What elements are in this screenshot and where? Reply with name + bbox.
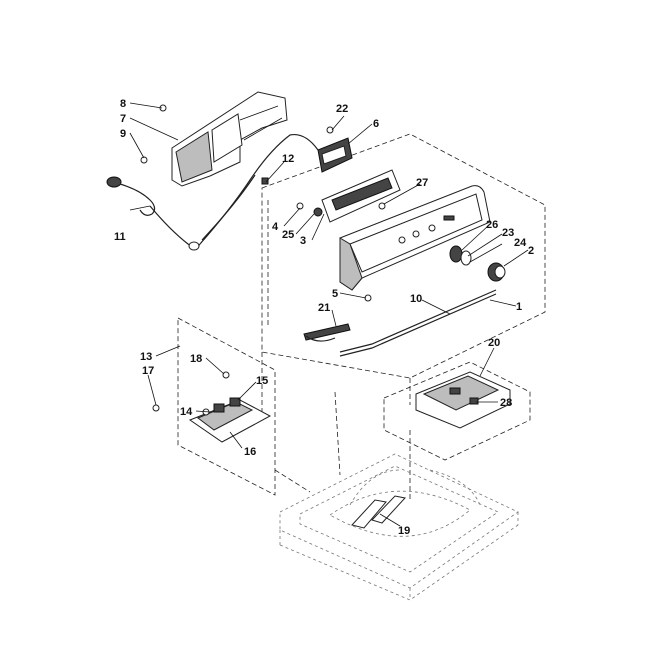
callout-14: 14 bbox=[180, 406, 193, 418]
wire-harness bbox=[199, 133, 319, 245]
callout-25: 25 bbox=[282, 229, 294, 241]
console-assembly-boundary bbox=[261, 133, 546, 379]
knob-assembly bbox=[449, 245, 506, 282]
dispenser-boundary bbox=[383, 361, 531, 461]
console-panel-board bbox=[313, 169, 401, 223]
fastener-screws bbox=[140, 104, 386, 412]
power-cord bbox=[106, 176, 201, 251]
console-body bbox=[339, 185, 491, 291]
callout-10: 10 bbox=[410, 293, 422, 305]
callout-3: 3 bbox=[300, 235, 306, 247]
callout-11: 11 bbox=[114, 231, 126, 243]
lid-hinge-part bbox=[351, 495, 406, 529]
callout-4: 4 bbox=[272, 221, 279, 233]
callout-19: 19 bbox=[398, 525, 410, 537]
top-cover-frame bbox=[279, 453, 519, 601]
callout-17: 17 bbox=[142, 365, 154, 377]
end-cap-rod bbox=[339, 289, 497, 357]
callout-9: 9 bbox=[120, 128, 126, 140]
callout-15: 15 bbox=[256, 375, 268, 387]
callout-labels: 8 7 9 11 12 22 6 27 4 25 3 26 23 24 2 1 … bbox=[114, 98, 534, 537]
callout-5: 5 bbox=[332, 288, 338, 300]
callout-28: 28 bbox=[500, 397, 512, 409]
harness-clip bbox=[303, 323, 351, 342]
dispenser-assembly bbox=[415, 371, 511, 429]
callout-22: 22 bbox=[336, 103, 348, 115]
control-housing bbox=[317, 137, 353, 173]
callout-18: 18 bbox=[190, 353, 202, 365]
callout-20: 20 bbox=[488, 337, 500, 349]
control-board-boundary bbox=[177, 317, 276, 496]
callout-1: 1 bbox=[516, 301, 522, 313]
callout-16: 16 bbox=[244, 446, 256, 458]
callout-21: 21 bbox=[318, 302, 330, 314]
callout-13: 13 bbox=[140, 351, 152, 363]
callout-12: 12 bbox=[282, 153, 294, 165]
alignment-guides bbox=[261, 200, 411, 500]
console-back-panel bbox=[171, 91, 288, 187]
callout-23: 23 bbox=[502, 227, 514, 239]
callout-24: 24 bbox=[514, 237, 527, 249]
callout-8: 8 bbox=[120, 98, 126, 110]
control-board bbox=[188, 397, 272, 443]
callout-27: 27 bbox=[416, 177, 428, 189]
callout-2: 2 bbox=[528, 245, 534, 257]
callout-26: 26 bbox=[486, 219, 498, 231]
leader-lines bbox=[129, 102, 529, 527]
callout-7: 7 bbox=[120, 113, 126, 125]
callout-6: 6 bbox=[373, 118, 379, 130]
